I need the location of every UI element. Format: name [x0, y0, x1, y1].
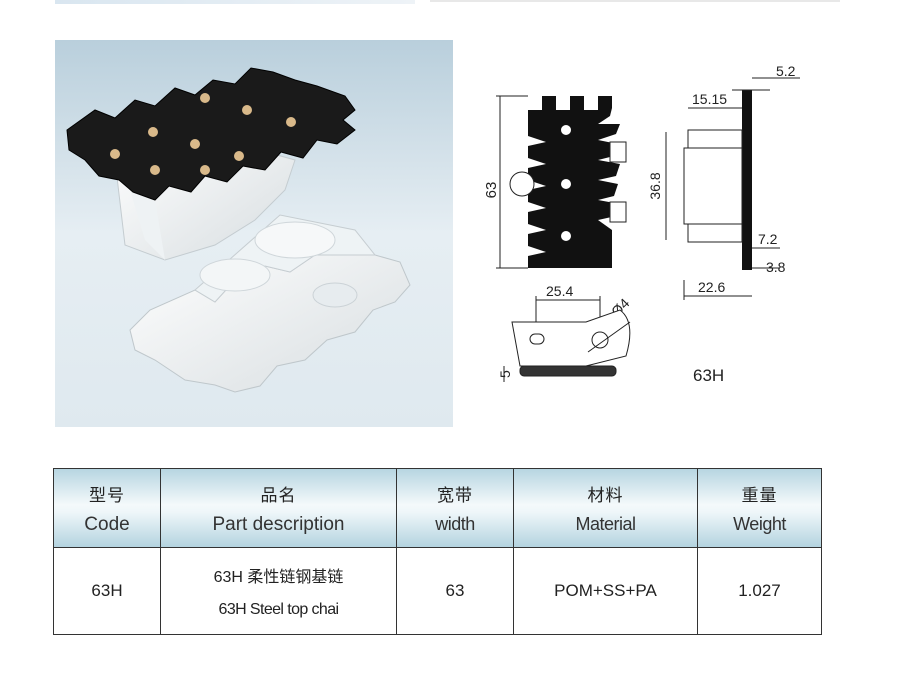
header-code-zh: 型号: [89, 485, 125, 505]
top-decoration-line: [430, 0, 840, 2]
header-material-zh: 材料: [587, 486, 624, 505]
header-material-en: Material: [575, 514, 636, 534]
dim-pitch: 25.4: [546, 283, 573, 299]
header-width-zh: 宽带: [437, 486, 473, 505]
cell-description-zh: 63H 柔性链钢基链: [213, 569, 344, 586]
spec-table: 型号 Code 品名 Part description 宽带 width 材料 …: [53, 468, 822, 635]
dim-thickness: 5: [497, 370, 513, 378]
cell-weight: 1.027: [697, 547, 822, 635]
dim-22-6: 22.6: [698, 279, 725, 295]
dim-36-8: 36.8: [647, 172, 663, 199]
header-code-en: Code: [84, 513, 130, 535]
top-view-drawing: 25.4 Ø4 5: [497, 283, 633, 382]
cell-material: POM+SS+PA: [513, 547, 698, 635]
header-description-en: Part description: [212, 513, 345, 535]
technical-drawings: 63 5.2 15.15 36.8 7.2 3.8 22.6: [470, 60, 830, 420]
dim-5-2: 5.2: [776, 63, 796, 79]
product-photo: [55, 40, 453, 427]
top-decoration-bar: [55, 0, 415, 4]
dim-height: 63: [483, 182, 500, 199]
dim-7-2: 7.2: [758, 231, 778, 247]
cell-width: 63: [396, 547, 514, 635]
header-weight-en: Weight: [733, 514, 786, 534]
cell-description-en: 63H Steel top chai: [218, 601, 340, 618]
header-description-zh: 品名: [260, 485, 297, 505]
header-material: 材料 Material: [513, 468, 698, 548]
cell-code: 63H: [53, 547, 161, 635]
header-width-en: width: [435, 514, 475, 534]
header-weight: 重量 Weight: [697, 468, 822, 548]
dim-3-8: 3.8: [766, 259, 786, 275]
front-view-drawing: 63: [483, 95, 627, 269]
table-header-row: 型号 Code 品名 Part description 宽带 width 材料 …: [53, 468, 822, 548]
header-description: 品名 Part description: [160, 468, 397, 548]
cell-description: 63H 柔性链钢基链 63H Steel top chai: [160, 547, 397, 635]
model-label: 63H: [693, 366, 725, 385]
header-width: 宽带 width: [396, 468, 514, 548]
header-weight-zh: 重量: [741, 486, 778, 505]
side-view-drawing: 5.2 15.15 36.8 7.2 3.8 22.6: [647, 63, 800, 300]
table-row: 63H 63H 柔性链钢基链 63H Steel top chai 63 POM…: [53, 547, 822, 635]
header-code: 型号 Code: [53, 468, 161, 548]
dim-15-15: 15.15: [692, 91, 727, 107]
